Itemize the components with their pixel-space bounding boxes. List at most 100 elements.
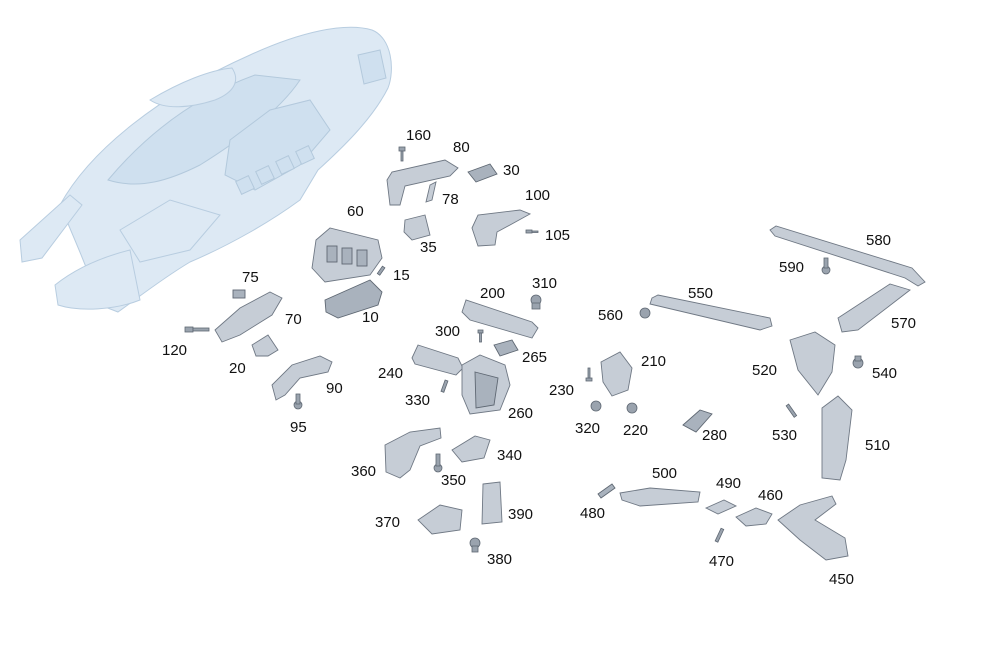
part-265 (493, 339, 519, 357)
part-490 (704, 499, 738, 515)
label-490: 490 (716, 475, 741, 492)
part-380 (469, 537, 481, 553)
part-78 (425, 181, 437, 203)
label-310: 310 (532, 275, 557, 292)
label-105: 105 (545, 227, 570, 244)
part-390 (481, 481, 503, 525)
part-60-slot-2 (341, 247, 353, 265)
label-540: 540 (872, 365, 897, 382)
label-450: 450 (829, 571, 854, 588)
label-20: 20 (229, 360, 246, 377)
label-90: 90 (326, 380, 343, 397)
label-200: 200 (480, 285, 505, 302)
label-95: 95 (290, 419, 307, 436)
label-550: 550 (688, 285, 713, 302)
label-370: 370 (375, 514, 400, 531)
label-280: 280 (702, 427, 727, 444)
part-580 (769, 225, 926, 287)
parts (184, 146, 926, 561)
part-10 (324, 279, 383, 319)
part-280 (682, 409, 713, 433)
part-550 (649, 294, 773, 331)
part-560 (639, 307, 651, 319)
part-370 (417, 504, 463, 535)
part-520 (789, 331, 836, 396)
part-300 (477, 329, 484, 343)
label-265: 265 (522, 349, 547, 366)
label-210: 210 (641, 353, 666, 370)
part-260-channel (474, 371, 499, 409)
label-470: 470 (709, 553, 734, 570)
part-220 (626, 402, 638, 414)
part-100 (471, 209, 532, 247)
part-360 (384, 427, 442, 479)
part-200 (461, 299, 539, 339)
part-330 (440, 379, 449, 393)
label-580: 580 (866, 232, 891, 249)
label-30: 30 (503, 162, 520, 179)
part-80 (386, 159, 459, 206)
label-160: 160 (406, 127, 431, 144)
part-90 (271, 355, 333, 401)
part-35 (403, 214, 431, 241)
label-120: 120 (162, 342, 187, 359)
part-540 (852, 355, 864, 369)
part-70 (214, 291, 283, 343)
label-15: 15 (393, 267, 410, 284)
label-360: 360 (351, 463, 376, 480)
label-570: 570 (891, 315, 916, 332)
label-230: 230 (549, 382, 574, 399)
part-450 (777, 495, 849, 561)
label-460: 460 (758, 487, 783, 504)
label-10: 10 (362, 309, 379, 326)
part-75 (232, 289, 246, 299)
part-340 (451, 435, 491, 463)
part-120 (184, 326, 210, 333)
part-160 (398, 146, 406, 162)
part-570 (837, 283, 911, 333)
label-100: 100 (525, 187, 550, 204)
label-500: 500 (652, 465, 677, 482)
label-590: 590 (779, 259, 804, 276)
part-60-slot-1 (326, 245, 338, 263)
label-380: 380 (487, 551, 512, 568)
label-80: 80 (453, 139, 470, 156)
part-310 (530, 294, 542, 310)
label-220: 220 (623, 422, 648, 439)
label-70: 70 (285, 311, 302, 328)
part-240 (411, 344, 464, 376)
label-75: 75 (242, 269, 259, 286)
label-35: 35 (420, 239, 437, 256)
part-590 (821, 257, 831, 275)
part-320 (590, 400, 602, 412)
label-350: 350 (441, 472, 466, 489)
part-95 (293, 393, 303, 410)
label-390: 390 (508, 506, 533, 523)
label-340: 340 (497, 447, 522, 464)
part-210 (600, 351, 633, 397)
part-480 (597, 483, 616, 499)
part-230 (585, 367, 593, 382)
part-530 (785, 403, 798, 418)
part-460 (735, 507, 773, 527)
callout-labels: 160 80 30 78 100 60 35 105 75 15 310 580… (162, 127, 916, 588)
part-15 (376, 265, 386, 276)
part-20 (251, 334, 279, 357)
part-500 (619, 487, 701, 507)
part-30 (467, 163, 498, 183)
part-60-slot-3 (356, 249, 368, 267)
label-260: 260 (508, 405, 533, 422)
label-300: 300 (435, 323, 460, 340)
part-350 (433, 453, 443, 473)
label-560: 560 (598, 307, 623, 324)
label-320: 320 (575, 420, 600, 437)
part-470 (714, 527, 725, 543)
label-60: 60 (347, 203, 364, 220)
part-510 (821, 395, 853, 481)
label-240: 240 (378, 365, 403, 382)
label-78: 78 (442, 191, 459, 208)
label-480: 480 (580, 505, 605, 522)
label-530: 530 (772, 427, 797, 444)
dashboard-ghost-assembly (19, 26, 392, 313)
